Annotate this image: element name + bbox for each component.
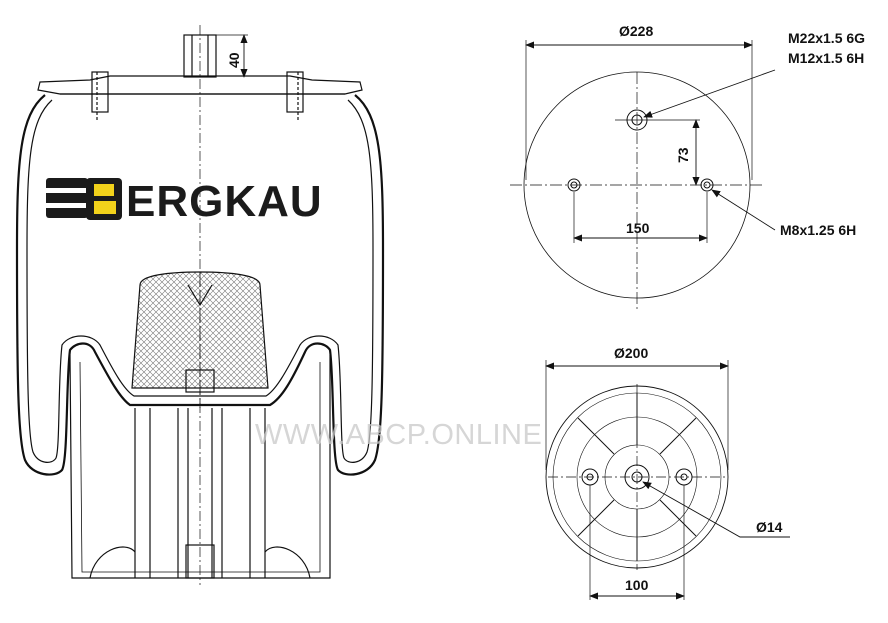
label-bolt-spacing-bottom: 100 bbox=[625, 577, 649, 593]
left-hole bbox=[567, 178, 581, 192]
label-stud-height: 40 bbox=[226, 52, 242, 68]
label-thread-center-2: M12x1.5 6H bbox=[788, 50, 864, 66]
label-thread-side: M8x1.25 6H bbox=[780, 222, 856, 238]
left-stud bbox=[91, 71, 109, 113]
label-offset-73: 73 bbox=[675, 147, 691, 163]
brand-logo: B ERGKAU bbox=[46, 177, 323, 226]
dim-stud-height: 40 bbox=[216, 34, 248, 78]
label-thread-center: M22x1.5 6G bbox=[788, 30, 865, 46]
right-hole bbox=[700, 178, 714, 192]
bottom-view bbox=[545, 360, 790, 600]
label-bottom-diameter: Ø200 bbox=[614, 345, 648, 361]
label-bolt-spacing-top: 150 bbox=[626, 220, 650, 236]
label-hole-diameter: Ø14 bbox=[756, 519, 783, 535]
top-plate bbox=[37, 75, 363, 95]
top-view bbox=[510, 40, 776, 310]
label-top-diameter: Ø228 bbox=[619, 23, 653, 39]
watermark-text: WWW.ABCP.ONLINE bbox=[255, 419, 542, 451]
brand-mark-stripes bbox=[46, 178, 88, 218]
right-stud bbox=[286, 71, 304, 113]
bellows-inner bbox=[26, 99, 374, 463]
side-view bbox=[15, 25, 385, 585]
brand-name: ERGKAU bbox=[126, 177, 323, 226]
piston bbox=[69, 354, 331, 579]
